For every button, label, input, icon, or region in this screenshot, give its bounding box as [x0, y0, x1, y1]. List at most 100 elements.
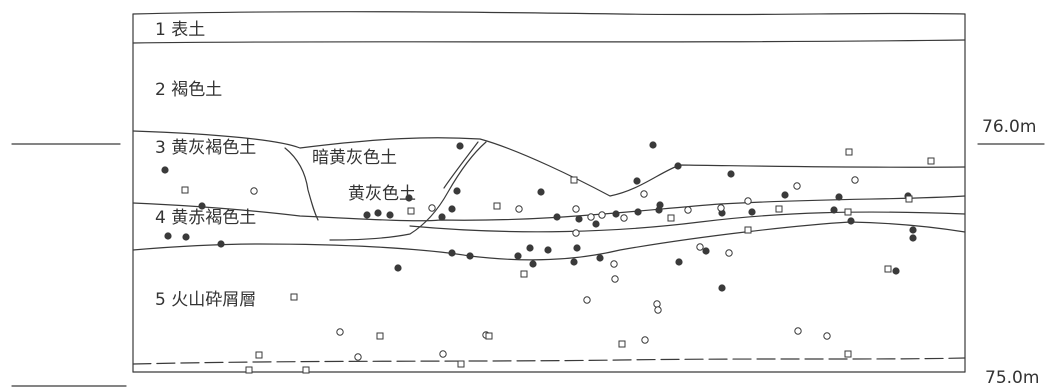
filled-circle-marker: [592, 220, 600, 228]
open-square-marker: [845, 148, 853, 156]
filled-circle-marker: [781, 191, 789, 199]
filled-circle-marker: [909, 234, 917, 242]
filled-circle-marker: [405, 194, 413, 202]
filled-circle-marker: [198, 202, 206, 210]
open-square-marker: [493, 202, 501, 210]
open-circle-marker: [794, 327, 802, 335]
elev-label-75: 75.0m: [985, 368, 1039, 388]
filled-circle-marker: [675, 258, 683, 266]
open-circle-marker: [823, 332, 831, 340]
filled-circle-marker: [830, 206, 838, 214]
open-square-marker: [485, 332, 493, 340]
open-circle-marker: [439, 350, 447, 358]
filled-circle-marker: [674, 162, 682, 170]
boundary-3b-right: [443, 141, 479, 189]
open-circle-marker: [428, 204, 436, 212]
filled-circle-marker: [633, 177, 641, 185]
open-circle-marker: [515, 205, 523, 213]
open-circle-marker: [696, 243, 704, 251]
open-square-marker: [520, 270, 528, 278]
layer-label-3: 3 黄灰褐色土: [155, 138, 256, 158]
boundary-1-2: [132, 39, 966, 44]
open-square-marker: [884, 265, 892, 273]
datum-75-line: [132, 357, 966, 365]
filled-circle-marker: [182, 233, 190, 241]
filled-circle-marker: [363, 211, 371, 219]
filled-circle-marker: [727, 170, 735, 178]
boundary-3-4: [132, 195, 966, 222]
open-square-marker: [905, 195, 913, 203]
open-circle-marker: [684, 206, 692, 214]
layer-label-5: 5 火山砕屑層: [155, 290, 256, 310]
filled-circle-marker: [374, 209, 382, 217]
filled-circle-marker: [456, 142, 464, 150]
filled-circle-marker: [164, 232, 172, 240]
open-square-marker: [302, 366, 310, 374]
filled-circle-marker: [438, 213, 446, 221]
filled-circle-marker: [748, 208, 756, 216]
open-square-marker: [844, 208, 852, 216]
filled-circle-marker: [537, 188, 545, 196]
filled-circle-marker: [847, 217, 855, 225]
open-circle-marker: [641, 336, 649, 344]
open-circle-marker: [598, 211, 606, 219]
filled-circle-marker: [394, 264, 402, 272]
filled-circle-marker: [649, 141, 657, 149]
filled-circle-marker: [575, 215, 583, 223]
filled-circle-marker: [448, 249, 456, 257]
filled-circle-marker: [217, 240, 225, 248]
open-circle-marker: [354, 353, 362, 361]
filled-circle-marker: [514, 252, 522, 260]
filled-circle-marker: [386, 211, 394, 219]
artifact-markers: [161, 141, 935, 374]
open-square-marker: [457, 360, 465, 368]
filled-circle-marker: [656, 201, 664, 209]
open-circle-marker: [793, 182, 801, 190]
section-top-edge: [132, 11, 966, 16]
open-circle-marker: [851, 176, 859, 184]
open-circle-marker: [654, 306, 662, 314]
open-circle-marker: [725, 249, 733, 257]
open-square-marker: [181, 186, 189, 194]
layer-label-3b: 黄灰色土: [348, 184, 416, 204]
filled-circle-marker: [612, 210, 620, 218]
boundary-2-3: [132, 130, 966, 197]
filled-circle-marker: [596, 254, 604, 262]
open-square-marker: [376, 332, 384, 340]
open-circle-marker: [583, 296, 591, 304]
open-circle-marker: [610, 260, 618, 268]
filled-circle-marker: [453, 187, 461, 195]
filled-circle-marker: [161, 166, 169, 174]
boundary-3b-lower: [409, 211, 966, 233]
layer-label-3a: 暗黄灰色土: [312, 148, 397, 168]
filled-circle-marker: [634, 208, 642, 216]
boundary-4-5: [132, 221, 966, 261]
open-circle-marker: [336, 328, 344, 336]
open-square-marker: [927, 157, 935, 165]
filled-circle-marker: [909, 226, 917, 234]
filled-circle-marker: [892, 267, 900, 275]
filled-circle-marker: [573, 244, 581, 252]
layer-label-4: 4 黄赤褐色土: [155, 208, 256, 228]
filled-circle-marker: [529, 260, 537, 268]
filled-circle-marker: [544, 246, 552, 254]
open-square-marker: [245, 366, 253, 374]
boundary-3a-inner: [284, 147, 319, 221]
open-square-marker: [255, 351, 263, 359]
filled-circle-marker: [570, 258, 578, 266]
open-circle-marker: [653, 300, 661, 308]
open-square-marker: [407, 207, 415, 215]
layer-label-2: 2 褐色土: [155, 80, 222, 100]
boundary-3b-left: [329, 141, 487, 241]
filled-circle-marker: [466, 252, 474, 260]
open-circle-marker: [744, 197, 752, 205]
open-square-marker: [570, 176, 578, 184]
filled-circle-marker: [553, 213, 561, 221]
open-circle-marker: [572, 229, 580, 237]
elev-label-76: 76.0m: [982, 117, 1036, 137]
open-circle-marker: [250, 187, 258, 195]
open-square-marker: [844, 350, 852, 358]
open-square-marker: [775, 205, 783, 213]
filled-circle-marker: [702, 247, 710, 255]
